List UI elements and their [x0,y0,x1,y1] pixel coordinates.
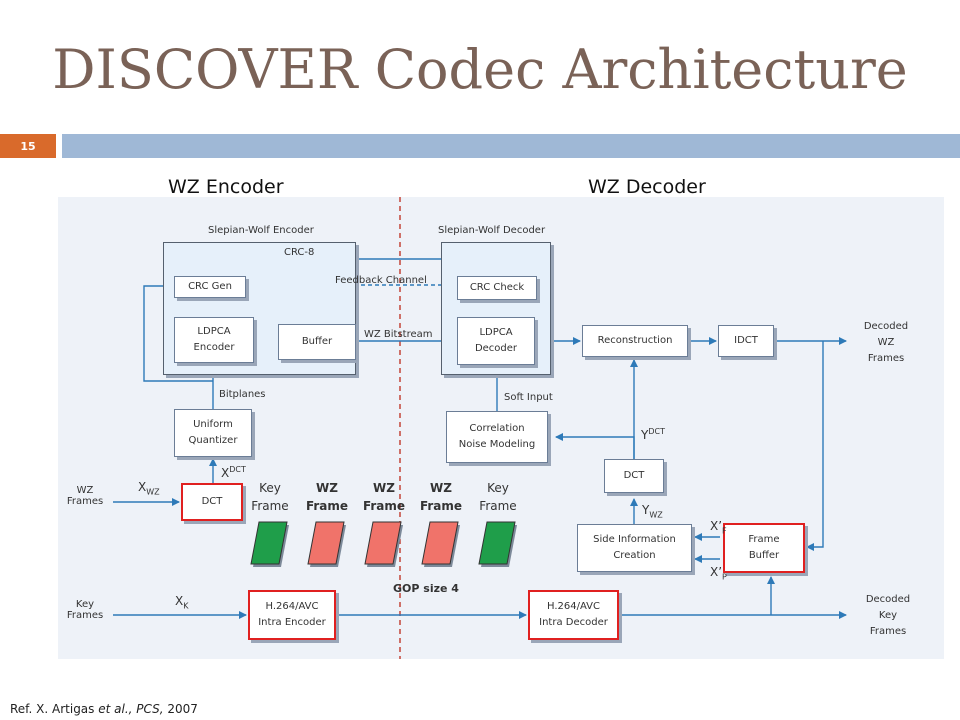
slide-title: DISCOVER Codec Architecture [52,38,908,101]
feedback-channel-label: Feedback Channel [335,275,427,286]
gop-frame-label-1: WZ Frame [287,479,367,515]
side-info-line1: Side Information [593,534,676,545]
crc-check-block: CRC Check [457,276,537,300]
y-dct-label: YDCT [641,427,665,442]
wz-frame-shape-1 [307,521,346,567]
uniform-quantizer-line2: Quantizer [188,435,238,446]
gop-frame-label-line1: Key [259,481,281,495]
gop-frame-label-line2: Frame [362,499,406,513]
gop-frame-label-line1: WZ [316,481,338,495]
ldpca-decoder-block: LDPCA Decoder [457,317,535,365]
crc-gen-block: CRC Gen [174,276,246,298]
key-frame-shape-4 [478,521,517,567]
reference-citation: Ref. X. Artigas et al., PCS, 2007 [10,702,198,716]
x-k-label: XK [175,594,189,611]
h264-decoder-line1: H.264/AVC [546,601,600,612]
frame-buffer-line1: Frame [748,534,780,545]
dct-encoder-block: DCT [181,483,243,521]
bitplanes-label: Bitplanes [219,389,266,400]
crc8-label: CRC-8 [284,247,315,258]
uniform-quantizer-line1: Uniform [193,419,233,430]
gop-frame-label-line1: WZ [430,481,452,495]
gop-frame-label-line2: Frame [479,499,517,513]
header-bar [62,134,960,158]
side-info-line2: Creation [613,550,656,561]
slide-number: 15 [0,134,56,158]
gop-frame-label-line2: Frame [419,499,463,513]
gop-frame-label-line2: Frame [251,499,289,513]
h264-intra-encoder-block: H.264/AVC Intra Encoder [248,590,336,640]
correlation-line2: Noise Modeling [458,439,536,450]
buffer-block: Buffer [278,324,356,360]
h264-encoder-line1: H.264/AVC [265,601,319,612]
soft-input-label: Soft Input [504,392,553,403]
ldpca-encoder-line2: Encoder [193,342,235,353]
wz-encoder-heading: WZ Encoder [168,176,284,198]
architecture-diagram: Slepian-Wolf Encoder Slepian-Wolf Decode… [58,197,944,659]
h264-encoder-line2: Intra Encoder [258,617,326,628]
idct-block: IDCT [718,325,774,357]
frame-buffer-line2: Buffer [748,550,780,561]
ldpca-encoder-line1: LDPCA [197,326,231,337]
h264-decoder-line2: Intra Decoder [539,617,608,628]
wz-frame-shape-2 [364,521,403,567]
correlation-line1: Correlation [469,423,525,434]
gop-frame-label-3: WZ Frame [401,479,481,515]
wz-frame-shape-3 [421,521,460,567]
x-dct-label: XDCT [221,465,246,480]
gop-frame-label-line2: Frame [305,499,349,513]
ldpca-decoder-line1: LDPCA [479,327,513,338]
gop-frame-label-line1: WZ [373,481,395,495]
sw-encoder-label: Slepian-Wolf Encoder [208,225,314,236]
reconstruction-block: Reconstruction [582,325,688,357]
dct-decoder-block: DCT [604,459,664,493]
key-frame-shape-0 [250,521,289,567]
h264-intra-decoder-block: H.264/AVC Intra Decoder [528,590,619,640]
gop-size-label: GOP size 4 [393,582,459,595]
gop-frame-label-line1: Key [487,481,509,495]
ldpca-encoder-block: LDPCA Encoder [174,317,254,363]
wz-bitstream-label: WZ Bitstream [364,329,433,340]
x-p-label: X’P [710,565,727,582]
ldpca-decoder-line2: Decoder [474,343,518,354]
wz-decoder-heading: WZ Decoder [588,176,706,198]
sw-decoder-label: Slepian-Wolf Decoder [438,225,546,236]
y-wz-label: YWZ [642,503,663,520]
x-wz-label: XWZ [138,480,160,497]
x-f-label: X’F [710,519,727,536]
gop-frame-label-2: WZ Frame [344,479,424,515]
